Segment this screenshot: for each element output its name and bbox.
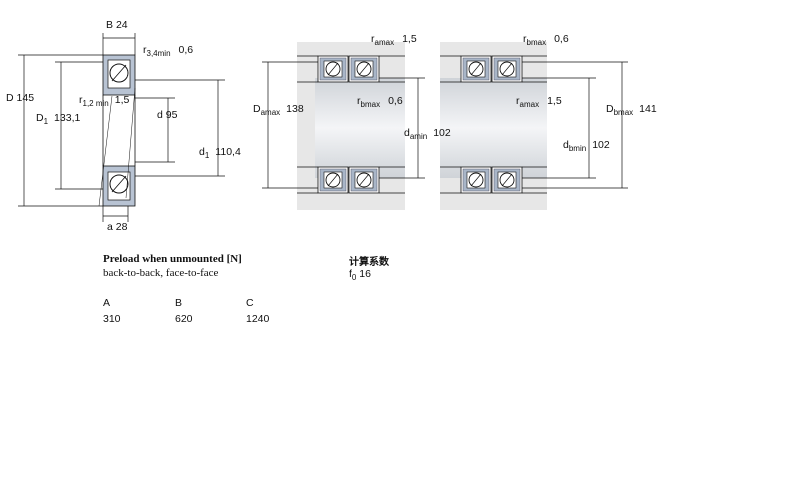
- single-bearing-dimension-lines: [18, 33, 225, 222]
- svg-text:a 28: a 28: [107, 221, 128, 233]
- preload-class-label-c: C: [246, 297, 254, 309]
- calc-factor-value: f0 16: [349, 268, 371, 282]
- calc-factor-title: 计算系数: [349, 257, 389, 268]
- preload-class-value-c: 1240: [246, 313, 270, 325]
- preload-class-value-b: 620: [175, 313, 193, 325]
- dimension-label-D: D 145: [6, 92, 34, 104]
- dimension-label-d: d 95: [157, 109, 178, 121]
- preload-title: Preload when unmounted [N]: [103, 253, 242, 265]
- preload-class-label-a: A: [103, 297, 111, 309]
- dimension-label-B: B 24: [106, 19, 128, 31]
- preload-class-value-a: 310: [103, 313, 121, 325]
- svg-text:d 95: d 95: [157, 109, 178, 121]
- single-bearing-section: [98, 54, 136, 207]
- preload-class-label-b: B: [175, 297, 183, 309]
- dimension-label-a: a 28: [107, 221, 128, 233]
- preload-subtitle: back-to-back, face-to-face: [103, 267, 219, 279]
- svg-text:D 145: D 145: [6, 92, 34, 104]
- mounting-dimension-lines: [262, 61, 628, 189]
- svg-text:B 24: B 24: [106, 19, 128, 31]
- mounting-back-to-back: [297, 42, 405, 210]
- mounting-face-to-face: [440, 42, 547, 210]
